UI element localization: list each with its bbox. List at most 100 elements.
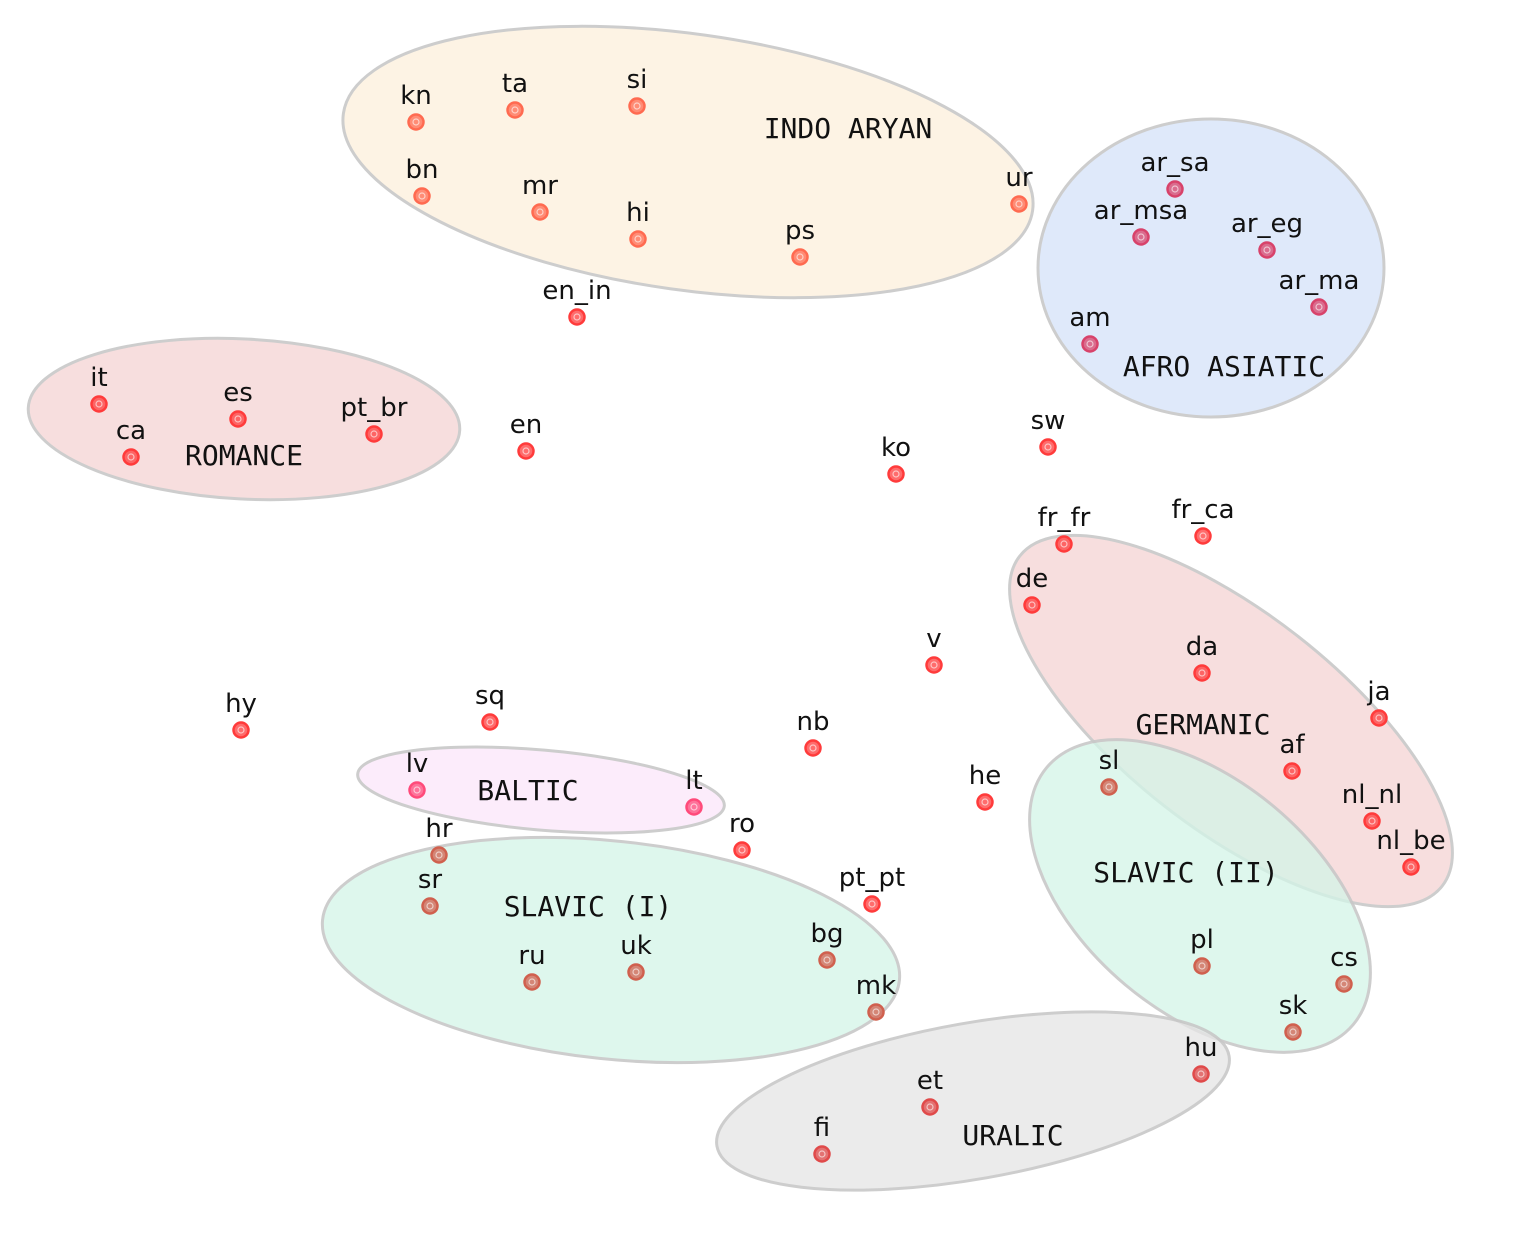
point-label: hy (225, 689, 257, 719)
point-he: he (969, 761, 1001, 811)
point-marker (90, 395, 108, 413)
point-marker (365, 425, 383, 443)
point-marker (1010, 195, 1028, 213)
point-marker-ring (818, 1150, 826, 1158)
point-uk: uk (620, 931, 652, 981)
point-label: nb (797, 707, 830, 737)
cluster-ellipse-slavic-i (320, 835, 902, 1065)
point-label: af (1279, 730, 1305, 760)
point-label: da (1186, 632, 1218, 662)
point-en: en (510, 410, 542, 460)
point-kn: kn (400, 81, 432, 131)
point-label: hi (626, 198, 650, 228)
point-marker-ring (823, 956, 831, 964)
point-label: hr (425, 814, 452, 844)
point-marker (1310, 298, 1328, 316)
point-marker (1370, 709, 1388, 727)
point-marker (1283, 762, 1301, 780)
point-mr: mr (522, 171, 558, 221)
point-label: am (1069, 303, 1110, 333)
point-marker (1023, 596, 1041, 614)
cluster-ellipse-baltic (356, 745, 726, 835)
point-ar-eg: ar_eg (1231, 209, 1303, 259)
cluster-slavic-i (320, 835, 902, 1065)
point-marker-ring (1340, 980, 1348, 988)
point-marker-ring (1198, 962, 1206, 970)
point-marker-ring (868, 900, 876, 908)
point-marker (481, 713, 499, 731)
point-marker (421, 897, 439, 915)
point-marker (408, 781, 426, 799)
point-label: sq (475, 681, 505, 711)
point-marker (1193, 664, 1211, 682)
point-marker (804, 739, 822, 757)
point-marker-ring (1199, 532, 1207, 540)
point-marker-ring (426, 902, 434, 910)
cluster-uralic (715, 1010, 1231, 1192)
point-marker (232, 721, 250, 739)
point-marker-ring (412, 118, 420, 126)
point-marker-ring (1407, 863, 1415, 871)
cluster-ellipse-indo-aryan (341, 24, 1035, 300)
point-marker (1192, 1065, 1210, 1083)
point-nl-nl: nl_nl (1342, 780, 1402, 830)
point-marker-ring (234, 415, 242, 423)
point-nl-be: nl_be (1376, 826, 1446, 876)
cluster-ellipse-uralic (715, 1010, 1231, 1192)
point-marker-ring (486, 718, 494, 726)
cluster-label-indo-aryan: INDO ARYAN (764, 112, 933, 145)
point-ko: ko (881, 433, 911, 483)
point-cs: cs (1330, 943, 1358, 993)
point-ps: ps (785, 216, 815, 266)
point-marker-ring (528, 978, 536, 986)
point-marker-ring (237, 726, 245, 734)
point-label: ar_msa (1094, 196, 1188, 226)
point-marker-ring (738, 846, 746, 854)
point-marker-ring (930, 661, 938, 669)
point-label: ar_eg (1231, 209, 1303, 239)
point-marker (1363, 812, 1381, 830)
point-ja: ja (1366, 677, 1391, 727)
point-marker-ring (1368, 817, 1376, 825)
point-marker-ring (1044, 443, 1052, 451)
point-label: kn (400, 81, 432, 111)
point-marker-ring (872, 1008, 880, 1016)
point-pl: pl (1190, 925, 1214, 975)
point-marker (863, 895, 881, 913)
point-marker (813, 1145, 831, 1163)
point-marker (413, 187, 431, 205)
point-marker-ring (95, 400, 103, 408)
point-marker (1284, 1023, 1302, 1041)
point-fr-fr: fr_fr (1038, 503, 1091, 553)
point-label: it (90, 363, 107, 393)
cluster-label-afro-asiatic: AFRO ASIATIC (1123, 350, 1325, 383)
point-marker (685, 798, 703, 816)
point-marker (1258, 241, 1276, 259)
point-ar-sa: ar_sa (1140, 148, 1210, 198)
point-label: sk (1279, 991, 1308, 1021)
point-en-in: en_in (542, 276, 612, 326)
cluster-label-germanic: GERMANIC (1136, 708, 1271, 741)
point-marker-ring (1198, 669, 1206, 677)
point-label: fr_fr (1038, 503, 1091, 533)
point-marker (925, 656, 943, 674)
point-marker-ring (522, 447, 530, 455)
point-label: fr_ca (1171, 495, 1234, 525)
point-marker (568, 308, 586, 326)
point-marker (733, 841, 751, 859)
point-hu: hu (1185, 1033, 1217, 1083)
point-sr: sr (418, 865, 442, 915)
point-pt-pt: pt_pt (839, 863, 905, 913)
point-lv: lv (406, 749, 429, 799)
point-label: lv (406, 749, 429, 779)
point-label: si (627, 65, 648, 95)
point-label: fi (814, 1113, 830, 1143)
point-label: ta (502, 69, 528, 99)
point-ta: ta (502, 69, 528, 119)
point-label: lt (685, 766, 702, 796)
point-marker (1166, 180, 1184, 198)
point-marker (506, 101, 524, 119)
point-label: et (917, 1066, 943, 1096)
point-marker-ring (1315, 303, 1323, 311)
